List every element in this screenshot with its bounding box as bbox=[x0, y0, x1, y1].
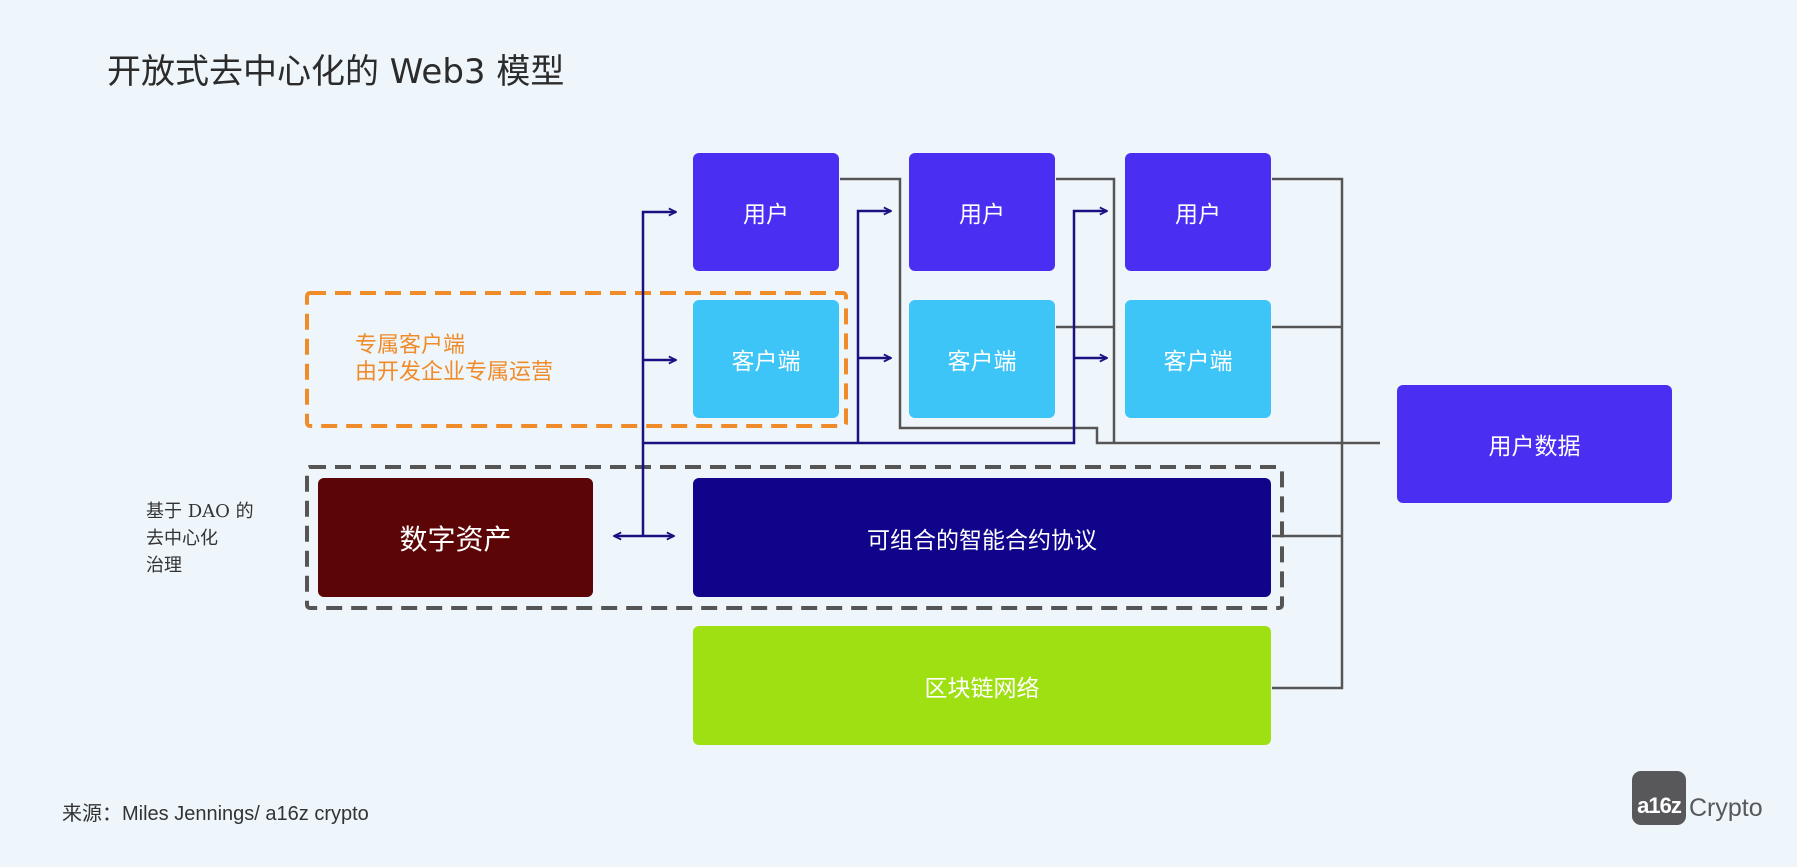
digital-assets-box: 数字资产 bbox=[318, 478, 593, 597]
client-box-1: 客户端 bbox=[693, 300, 839, 418]
proprietary-client-line2: 由开发企业专属运营 bbox=[355, 360, 554, 385]
proprietary-client-line1: 专属客户端 bbox=[355, 333, 466, 358]
protocol-box: 可组合的智能合约协议 bbox=[693, 478, 1271, 597]
page-title: 开放式去中心化的 Web3 模型 bbox=[107, 52, 565, 92]
navy-arrows bbox=[614, 211, 1107, 536]
proprietary-client-group bbox=[305, 291, 848, 428]
source-caption: 来源：Miles Jennings/ a16z crypto bbox=[62, 803, 369, 825]
dao-line2: 去中心化 bbox=[146, 528, 218, 549]
a16z-logo-badge: a16z bbox=[1632, 771, 1686, 825]
gray-connectors bbox=[840, 177, 1380, 690]
user-data-box: 用户数据 bbox=[1397, 385, 1672, 503]
client-box-2: 客户端 bbox=[909, 300, 1055, 418]
proprietary-client-label: 专属客户端 由开发企业专属运营 bbox=[355, 332, 553, 386]
blockchain-box: 区块链网络 bbox=[693, 626, 1271, 745]
dao-line3: 治理 bbox=[146, 555, 182, 576]
user-box-1: 用户 bbox=[693, 153, 839, 271]
dao-governance-group bbox=[305, 465, 1284, 610]
client-box-3: 客户端 bbox=[1125, 300, 1271, 418]
user-box-2: 用户 bbox=[909, 153, 1055, 271]
user-box-3: 用户 bbox=[1125, 153, 1271, 271]
dao-line1: 基于 DAO 的 bbox=[146, 501, 254, 522]
dao-governance-label: 基于 DAO 的 去中心化 治理 bbox=[146, 498, 254, 579]
a16z-logo-text: Crypto bbox=[1689, 794, 1763, 822]
